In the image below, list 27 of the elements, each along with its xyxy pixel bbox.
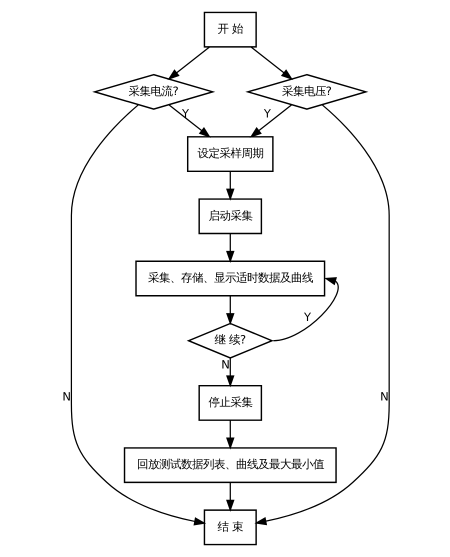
arrow <box>226 296 234 326</box>
node-diamond: 采集电压? <box>244 74 368 110</box>
node-box: 采集、存储、显示适时数据及曲线 <box>134 260 325 296</box>
node-box: 启动采集 <box>198 198 262 234</box>
edge-label: N <box>380 390 388 404</box>
arrow <box>167 46 210 80</box>
node-box: 回放测试数据列表、曲线及最大最小值 <box>123 447 336 484</box>
node-box: 停止采集 <box>198 384 262 421</box>
arrow <box>226 420 234 450</box>
arrow <box>168 104 210 138</box>
arrow <box>272 277 338 342</box>
edge-label: N <box>62 390 70 404</box>
node-box: 开 始 <box>203 12 256 48</box>
node-box: 结 束 <box>203 509 256 546</box>
node-diamond: 采集电流? <box>92 74 215 110</box>
arrow <box>226 234 234 263</box>
edge-label: N <box>220 358 230 372</box>
arrow <box>249 104 292 138</box>
edge-label: Y <box>303 310 311 324</box>
arrow <box>70 104 206 526</box>
node-box: 设定采样周期 <box>186 136 274 172</box>
arrow <box>254 104 390 526</box>
node-diamond: 继 续? <box>186 322 274 359</box>
arrow <box>226 172 234 201</box>
arrow <box>250 46 293 80</box>
arrow <box>226 358 234 388</box>
arrow <box>226 482 234 512</box>
